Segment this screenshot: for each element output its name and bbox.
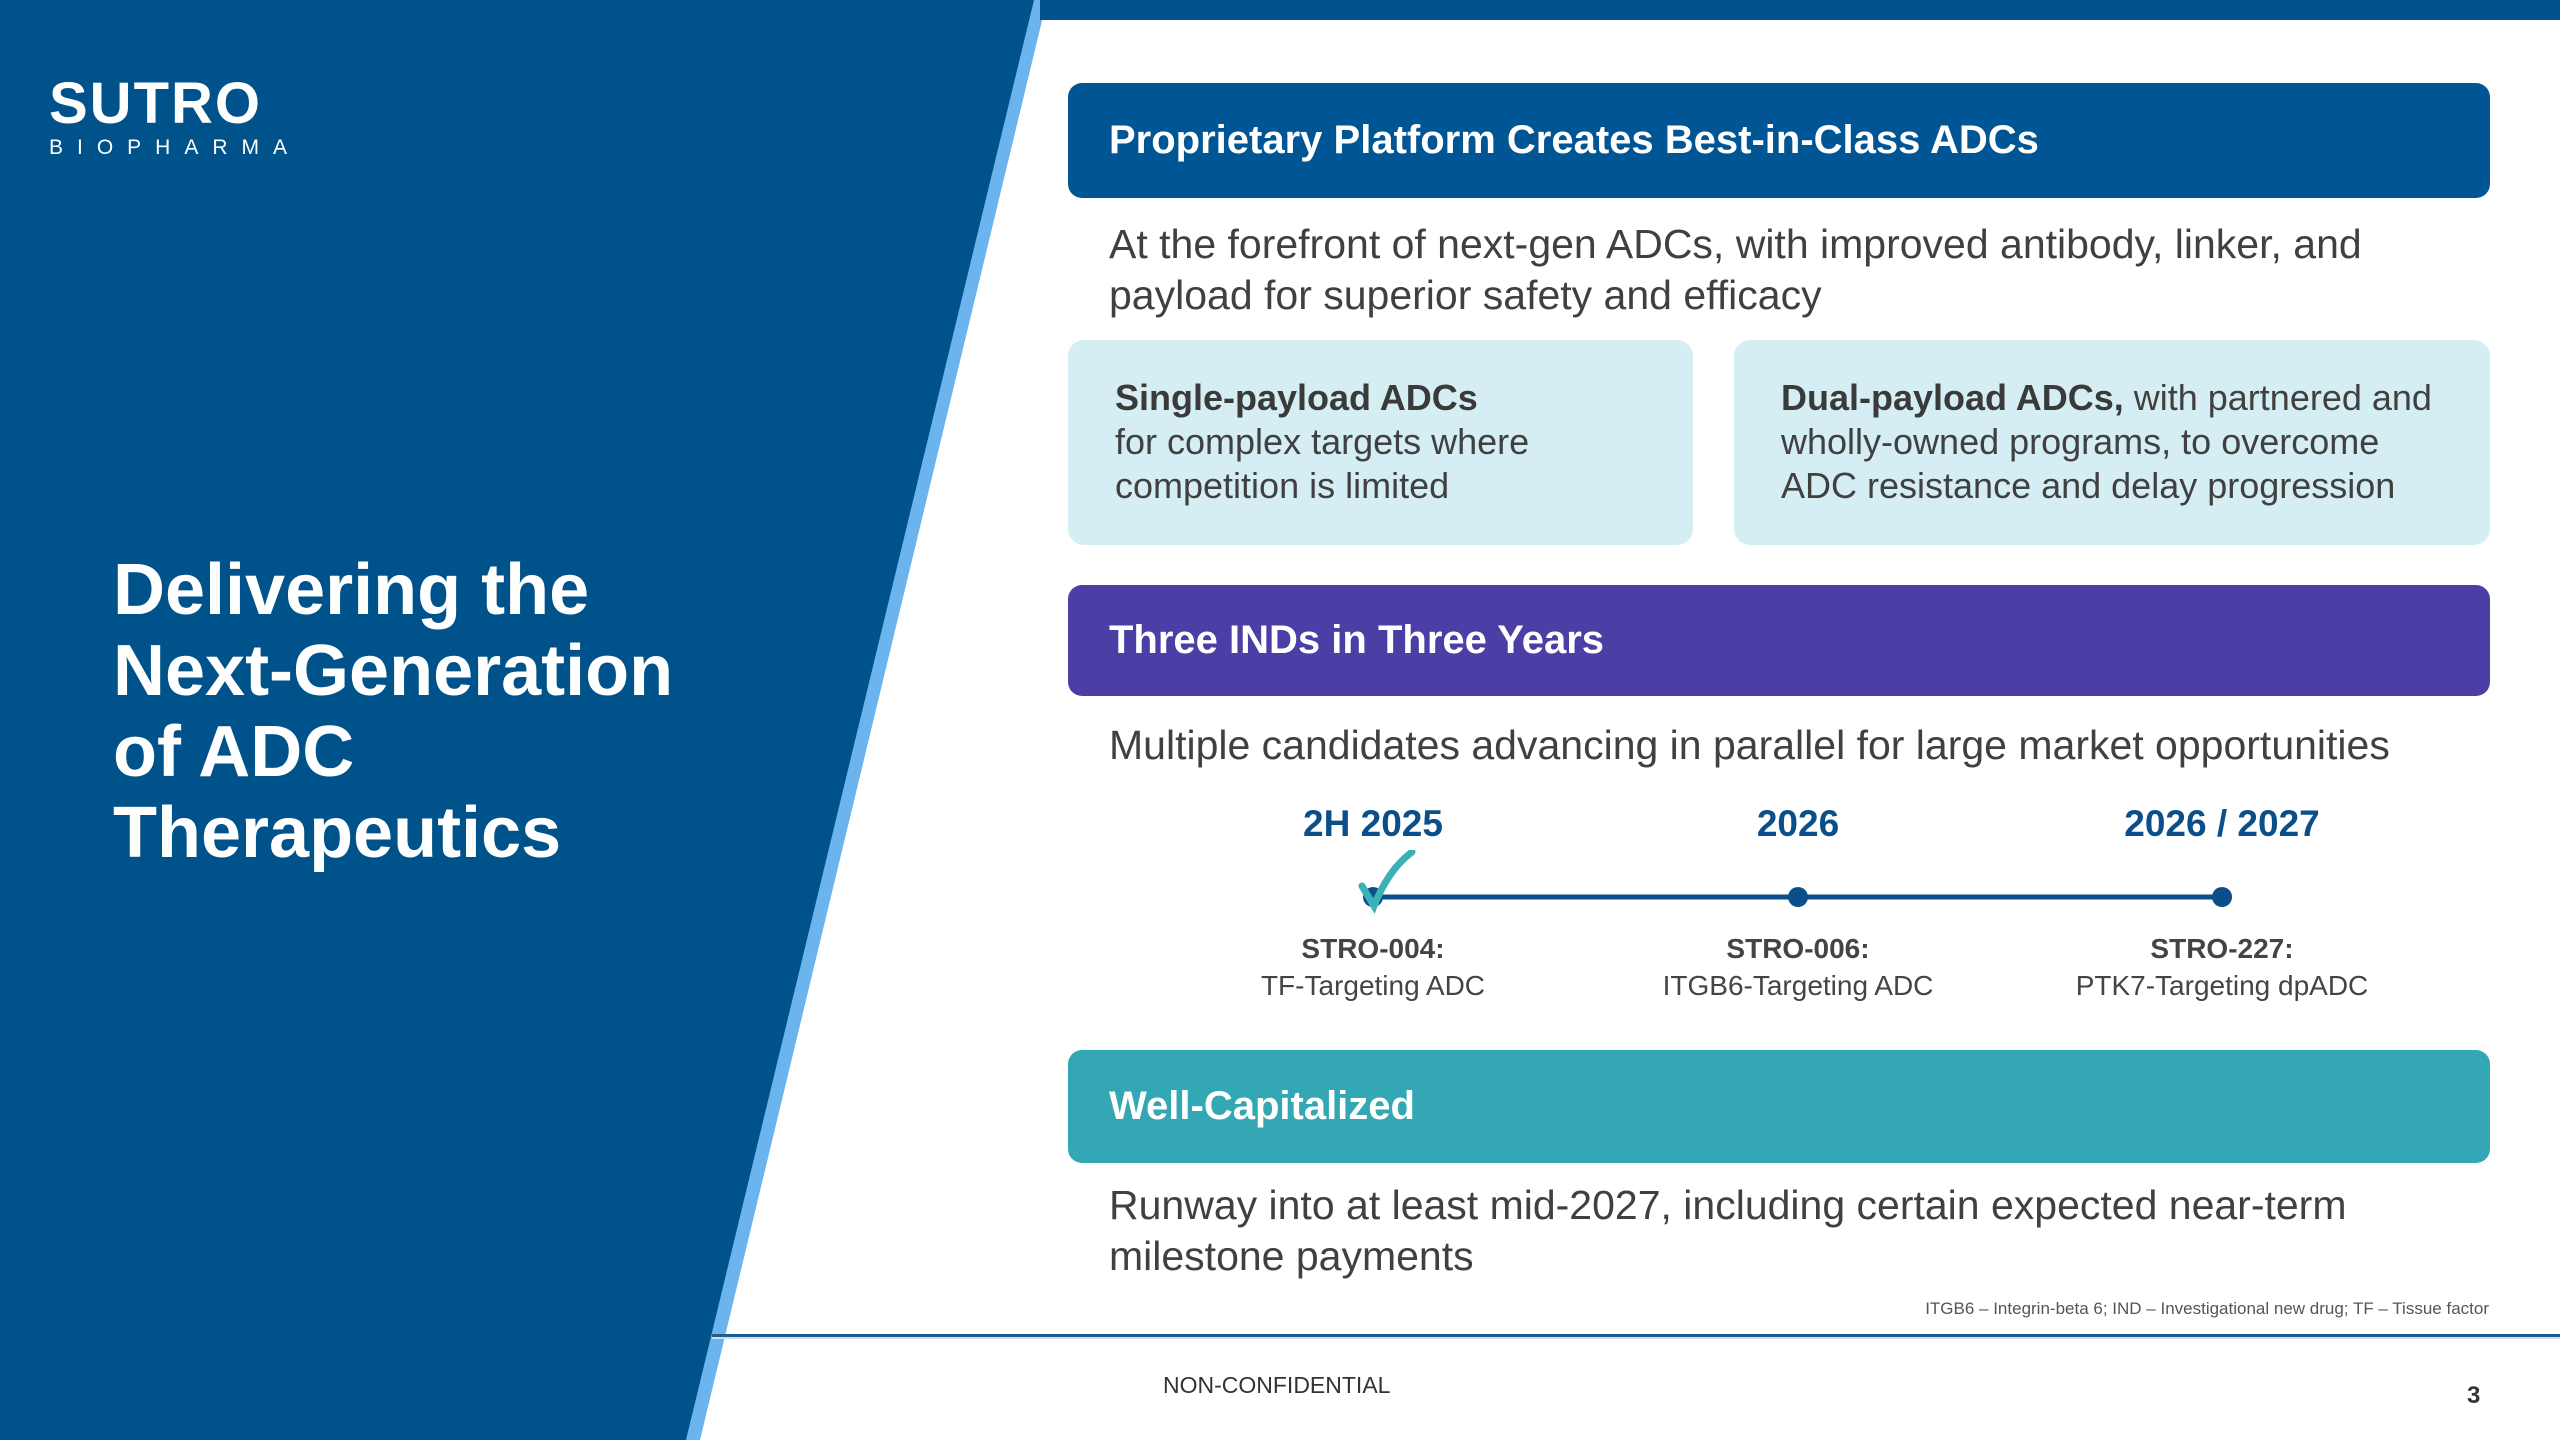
capital-header: Well-Capitalized <box>1068 1050 2490 1163</box>
logo-wordmark: SUTRO <box>49 71 262 136</box>
inds-title: Three INDs in Three Years <box>1109 618 1605 662</box>
check-icon <box>1358 850 1416 914</box>
milestone-label: STRO-227: PTK7-Targeting dpADC <box>2012 930 2432 1004</box>
timeline-dot <box>2212 887 2232 907</box>
card-title: Single-payload ADCs <box>1115 377 1478 418</box>
program-code: STRO-227: <box>2150 933 2294 964</box>
platform-header: Proprietary Platform Creates Best-in-Cla… <box>1068 83 2490 198</box>
card-title: Dual-payload ADCs, <box>1781 377 2124 418</box>
slide-heading: Delivering the Next-Generation of ADC Th… <box>113 550 674 873</box>
program-desc: PTK7-Targeting dpADC <box>2075 970 2369 1001</box>
card-text: for complex targets where competition is… <box>1115 421 1530 506</box>
program-desc: TF-Targeting ADC <box>1260 970 1486 1001</box>
inds-subtitle: Multiple candidates advancing in paralle… <box>1109 722 2390 768</box>
platform-title: Proprietary Platform Creates Best-in-Cla… <box>1109 118 2039 162</box>
milestone-year: 2H 2025 <box>1303 803 1443 844</box>
sutro-logo: SUTRO BIOPHARMA <box>49 74 301 160</box>
milestone-year: 2026 / 2027 <box>2124 803 2320 844</box>
top-accent-strip <box>1040 0 2560 20</box>
milestone-label: STRO-006: ITGB6-Targeting ADC <box>1588 930 2008 1004</box>
platform-subtitle: At the forefront of next-gen ADCs, with … <box>1109 221 2362 318</box>
capital-subtitle: Runway into at least mid-2027, including… <box>1109 1182 2347 1279</box>
footer-divider <box>712 1334 2560 1337</box>
classification-label: NON-CONFIDENTIAL <box>1163 1372 1391 1398</box>
timeline-dot <box>1788 887 1808 907</box>
capital-title: Well-Capitalized <box>1109 1084 1415 1128</box>
program-desc: ITGB6-Targeting ADC <box>1662 970 1934 1001</box>
single-payload-card: Single-payload ADCs for complex targets … <box>1068 340 1693 545</box>
card-text: with partnered and wholly-owned programs… <box>1781 377 2432 506</box>
footer-divider-light <box>712 1337 2560 1339</box>
milestone-year: 2026 <box>1756 803 1840 844</box>
milestone-label: STRO-004: TF-Targeting ADC <box>1163 930 1583 1004</box>
program-code: STRO-004: <box>1301 933 1445 964</box>
inds-header: Three INDs in Three Years <box>1068 585 2490 696</box>
timeline <box>1358 850 2232 914</box>
footnote: ITGB6 – Integrin-beta 6; IND – Investiga… <box>1925 1299 2489 1318</box>
dual-payload-card: Dual-payload ADCs, with partnered and wh… <box>1734 340 2490 545</box>
page-number: 3 <box>2467 1382 2481 1409</box>
logo-tagline: BIOPHARMA <box>49 136 302 159</box>
program-code: STRO-006: <box>1726 933 1870 964</box>
